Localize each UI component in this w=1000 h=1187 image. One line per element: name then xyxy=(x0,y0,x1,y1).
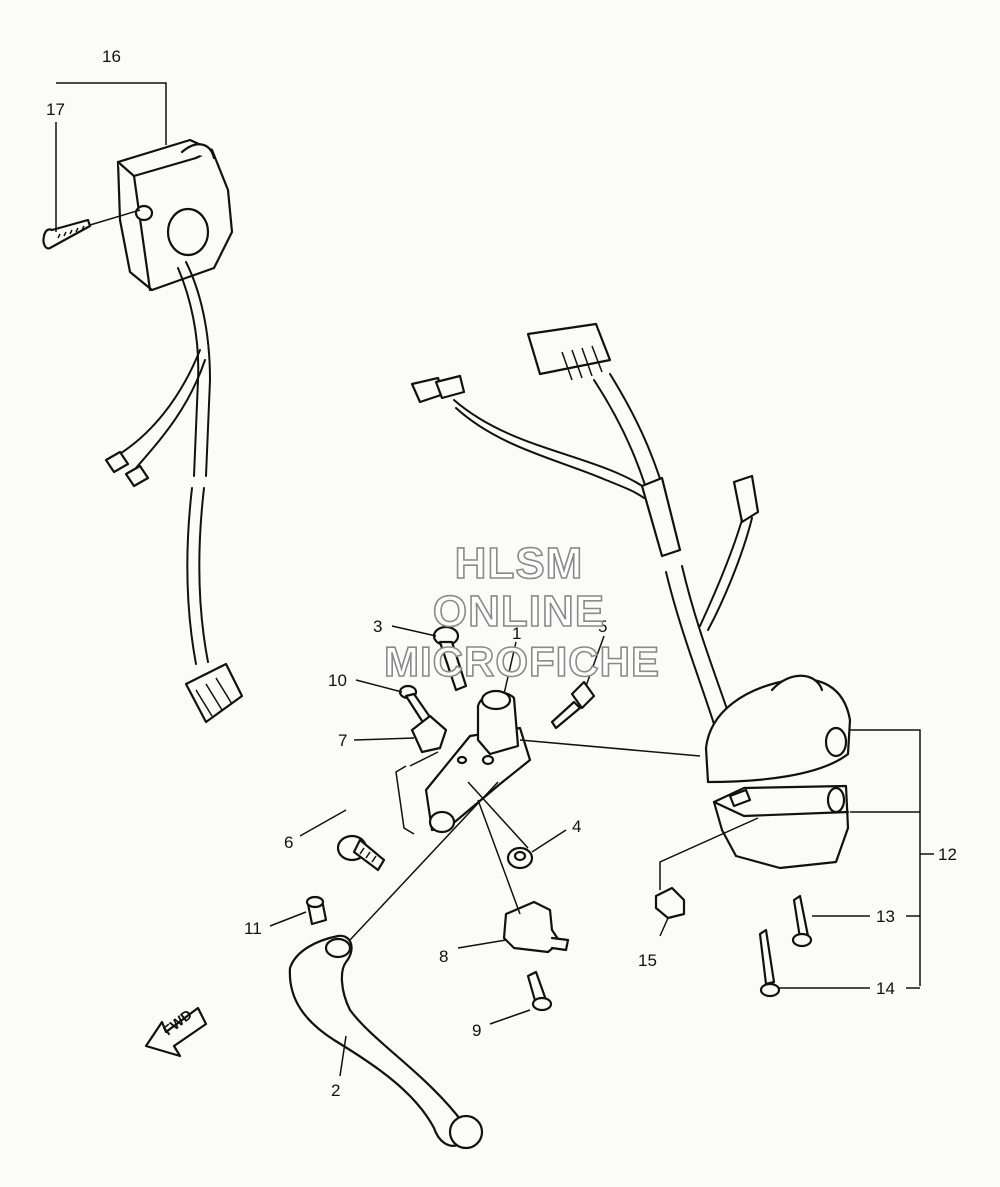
callout-4: 4 xyxy=(572,817,581,836)
leader-lines xyxy=(55,82,934,1077)
callout-numbers: 16 17 3 1 5 10 7 6 4 11 8 9 2 12 13 14 1… xyxy=(46,47,957,1100)
bracket-nut-4 xyxy=(506,846,534,870)
callout-13: 13 xyxy=(876,907,895,926)
callout-5: 5 xyxy=(598,617,607,636)
watermark: HLSM ONLINE MICROFICHE xyxy=(383,538,660,686)
callout-17: 17 xyxy=(46,100,65,119)
callout-15: 15 xyxy=(638,951,657,970)
callout-12: 12 xyxy=(938,845,957,864)
lever-bushing-11 xyxy=(305,895,328,926)
clutch-lever-2 xyxy=(288,934,484,1150)
switch-small-block-15 xyxy=(654,886,686,920)
right-switch-screw-14 xyxy=(758,928,781,998)
right-switch-harness xyxy=(410,322,760,725)
callout-7: 7 xyxy=(338,731,347,750)
callout-2: 2 xyxy=(331,1081,340,1100)
watermark-line-3: MICROFICHE xyxy=(384,638,660,685)
left-switch-screw xyxy=(42,218,92,250)
callout-16: 16 xyxy=(102,47,121,66)
right-handlebar-switch-upper xyxy=(704,674,852,784)
callout-1: 1 xyxy=(512,624,521,643)
lever-bracket xyxy=(424,689,532,834)
right-handlebar-switch-lower xyxy=(712,784,850,870)
callout-9: 9 xyxy=(472,1021,481,1040)
callout-14: 14 xyxy=(876,979,895,998)
clutch-switch-8 xyxy=(502,900,570,954)
callout-8: 8 xyxy=(439,947,448,966)
callout-6: 6 xyxy=(284,833,293,852)
left-handlebar-switch xyxy=(116,138,234,292)
left-switch-harness xyxy=(104,261,244,724)
clutch-switch-screw-9 xyxy=(526,970,553,1012)
watermark-line-2: ONLINE xyxy=(433,587,605,636)
callout-3: 3 xyxy=(373,617,382,636)
bracket-bolt-5 xyxy=(550,680,596,730)
watermark-line-1: HLSM xyxy=(455,539,584,588)
callout-10: 10 xyxy=(328,671,347,690)
callout-11: 11 xyxy=(244,919,262,938)
bracket-bolt-6 xyxy=(336,834,386,872)
fwd-direction-marker: FWD xyxy=(144,1006,208,1058)
bracket-clip-7 xyxy=(410,714,448,754)
right-switch-screw-13 xyxy=(791,894,813,948)
bracket-bolt-3 xyxy=(432,625,468,692)
